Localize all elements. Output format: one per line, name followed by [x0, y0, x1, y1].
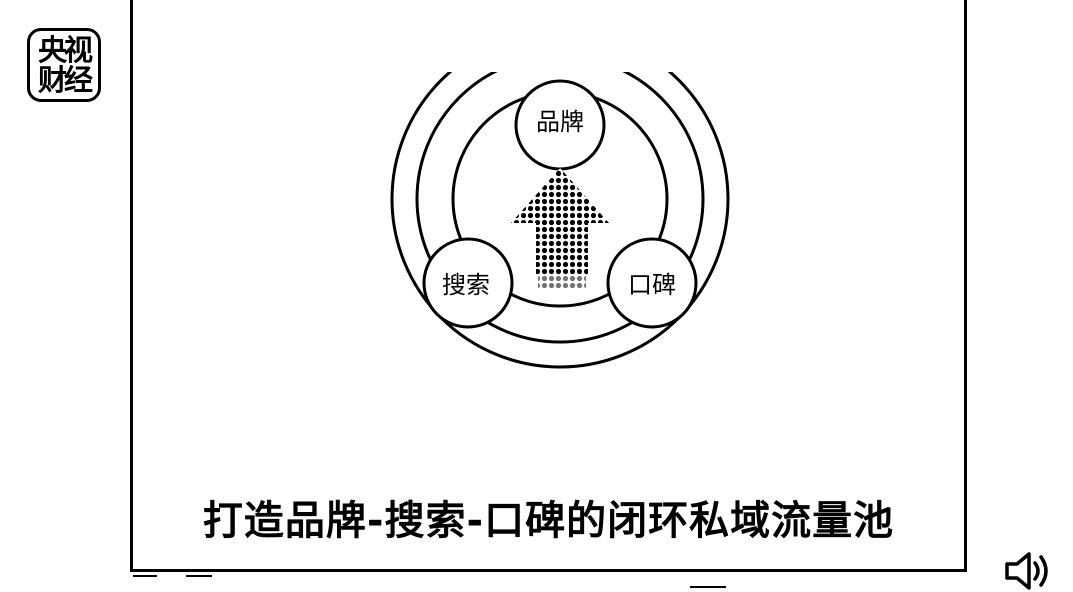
search-node: [422, 237, 514, 329]
logo-text-line2: 财经: [37, 63, 93, 97]
frame-right-border: [964, 0, 967, 572]
reputation-node: [606, 237, 698, 329]
cctv-finance-logo: 央视 财经: [27, 28, 101, 102]
frame-left-border: [130, 0, 133, 570]
outer-ring: [390, 72, 730, 369]
loop-ring-outer: [415, 72, 705, 344]
logo-text-line1: 央视: [37, 33, 93, 67]
divider-mark: [133, 575, 157, 577]
frame-bottom-border: [130, 569, 967, 572]
diagram-caption: 打造品牌-搜索-口碑的闭环私域流量池: [202, 498, 895, 544]
closed-loop-diagram: 品牌 搜索 口碑: [390, 72, 730, 369]
up-arrow-icon: [511, 168, 609, 288]
node-label-search: 搜索: [442, 271, 490, 299]
volume-icon[interactable]: [1003, 550, 1055, 592]
node-label-reputation: 口碑: [628, 271, 676, 299]
divider-mark: [690, 586, 726, 588]
node-label-brand: 品牌: [536, 108, 584, 136]
divider-mark: [186, 575, 212, 577]
